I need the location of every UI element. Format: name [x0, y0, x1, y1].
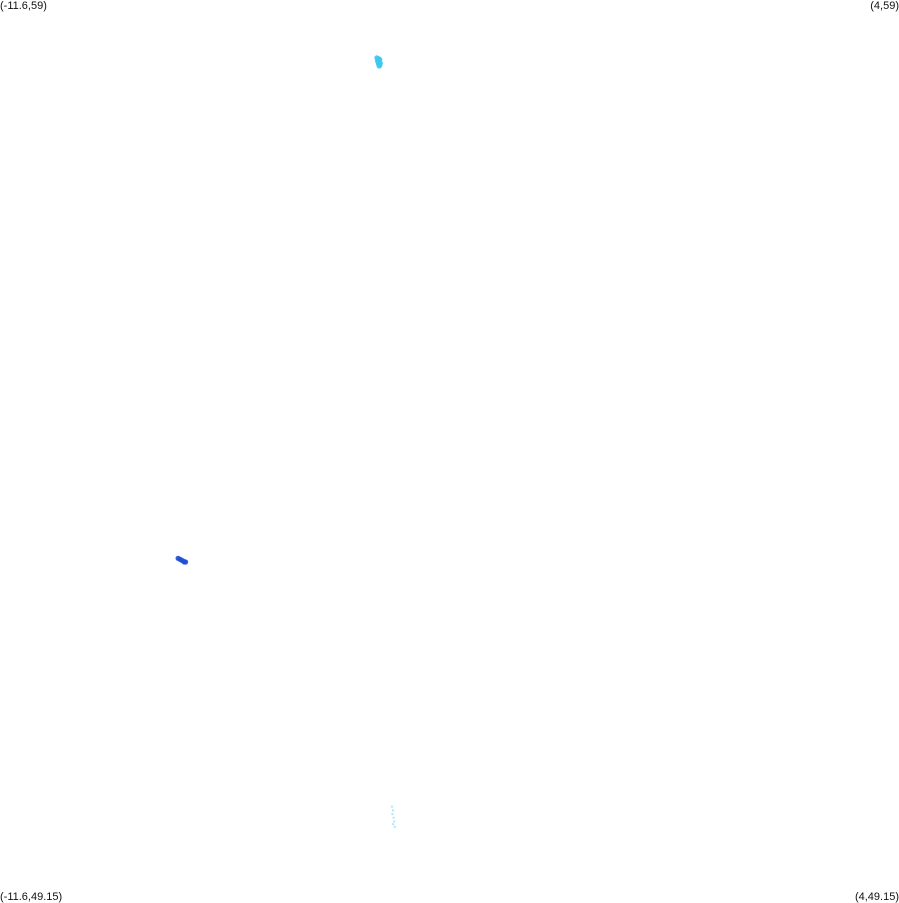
data-point — [390, 805, 394, 808]
corner-label-top-right: (4,59) — [870, 0, 899, 12]
west-cluster — [175, 555, 189, 565]
corner-label-bottom-right: (4,49.15) — [854, 891, 899, 903]
data-point — [392, 816, 395, 819]
corner-label-top-left: (-11.6,59) — [0, 0, 47, 12]
data-point — [393, 820, 396, 823]
data-point — [391, 823, 395, 826]
data-point — [391, 809, 395, 812]
data-point — [393, 825, 396, 829]
data-point — [391, 812, 394, 816]
corner-label-bottom-left: (-11.6,49.15) — [0, 891, 63, 903]
data-point — [376, 63, 382, 69]
south-cluster — [390, 805, 396, 829]
data-point — [183, 559, 189, 565]
north-cluster — [374, 55, 383, 69]
